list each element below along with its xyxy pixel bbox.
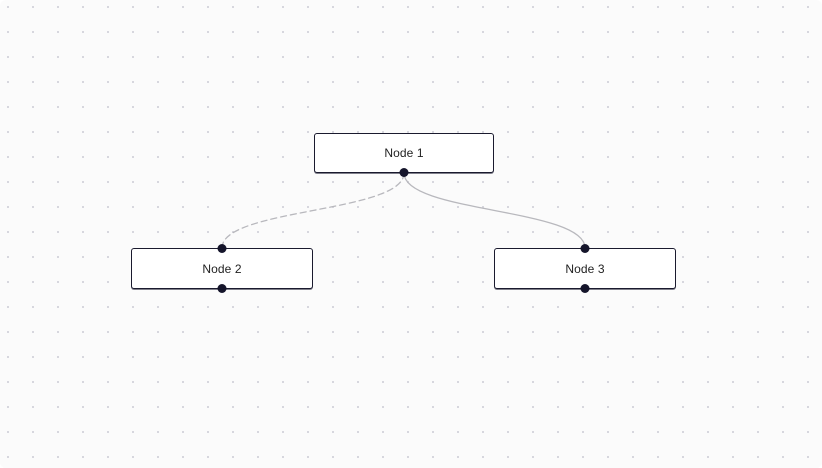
handle-target[interactable] <box>580 244 590 253</box>
node-1[interactable]: Node 1 <box>314 133 494 177</box>
node-label: Node 3 <box>565 261 605 276</box>
handle-target[interactable] <box>217 244 227 253</box>
node-3[interactable]: Node 3 <box>494 244 676 293</box>
handle-source[interactable] <box>399 168 409 177</box>
node-label: Node 1 <box>384 146 424 160</box>
handle-source[interactable] <box>580 284 590 293</box>
node-2[interactable]: Node 2 <box>131 244 313 293</box>
handle-source[interactable] <box>217 284 227 293</box>
node-label: Node 2 <box>202 261 242 276</box>
